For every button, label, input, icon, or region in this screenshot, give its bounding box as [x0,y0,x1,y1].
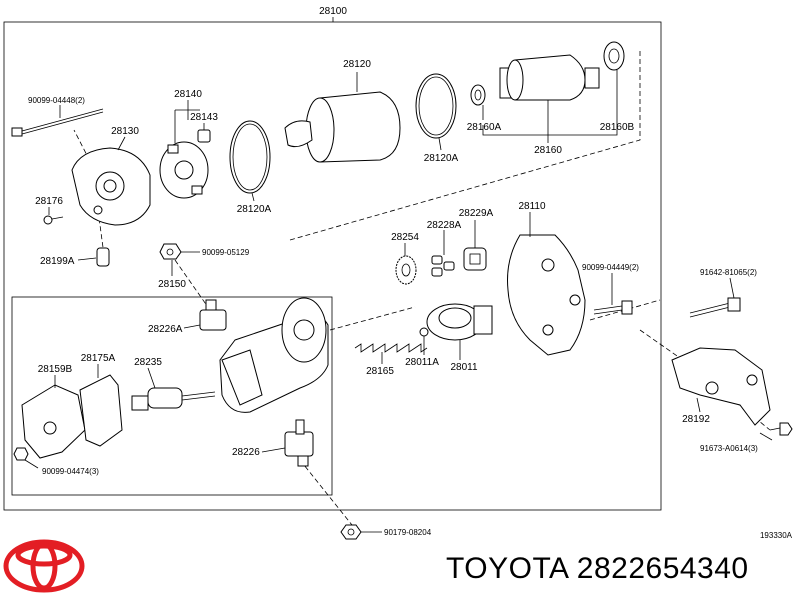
oring-top-part [415,73,457,139]
yoke-part [284,91,401,163]
label-28011: 28011 [450,362,478,373]
label-28110: 28110 [518,201,546,212]
label-28229a: 28229A [459,208,494,219]
label-28254: 28254 [391,232,419,243]
brand-part-number: TOYOTA 2822654340 [446,552,749,586]
holder-clip-part [197,129,211,143]
clutch-part [426,303,493,341]
label-28175a: 28175A [81,353,116,364]
label-long-bolt: 91642-81065(2) [700,268,757,277]
gasket-part [21,384,86,459]
label-28160b: 28160B [600,122,635,133]
label-28120: 28120 [343,59,371,70]
label-28100: 28100 [319,6,347,17]
axis-middle [329,306,416,331]
label-28226a: 28226A [148,324,183,335]
gear-part [395,255,417,285]
label-bracket-screw: 91673-A0614(3) [700,444,758,453]
solenoid-subassembly-frame [11,296,333,496]
label-28235: 28235 [134,357,162,368]
label-28120a-top: 28120A [424,153,459,164]
label-28160: 28160 [534,145,562,156]
long-bolt-right-part [689,297,741,318]
label-28143: 28143 [190,112,218,123]
end-frame-part [71,147,151,226]
nut-top-part [159,243,182,260]
brush-holder-part [159,141,209,199]
retainer-a-part [431,255,455,277]
axis-solenoid [174,259,211,311]
label-28228a: 28228A [427,220,462,231]
diagram-code: 193330A [760,531,793,540]
axis-top [289,50,641,241]
label-28176: 28176 [35,196,63,207]
bearing-right-part [603,41,625,71]
plunger-part [131,387,216,411]
label-bolt-right: 90099-04449(2) [582,263,639,272]
spring-part [354,343,428,353]
brand-name: TOYOTA [446,552,568,585]
ball-part [419,327,429,337]
terminal-part [284,419,314,467]
label-28150: 28150 [158,279,186,290]
cover-screw-part [13,447,29,461]
label-nut-bottom: 90179-08204 [384,528,432,537]
label-28159b: 28159B [38,364,73,375]
housing-bolt-part [593,300,633,315]
label-28199a: 28199A [40,256,75,267]
toyota-emblem-icon [3,539,85,593]
oring-left-part [229,120,271,194]
bracket-screw-part [769,422,793,436]
seal-part [199,299,227,331]
label-28011a: 28011A [405,357,439,368]
label-28165: 28165 [366,366,394,377]
label-cover-screw: 90099-04474(3) [42,467,99,476]
cap-pin-part [96,247,110,267]
nut-bottom-part [340,524,362,540]
label-28160a: 28160A [467,122,502,133]
retainer-b-part [463,247,487,271]
bracket-part [671,347,771,426]
label-28120a-left: 28120A [237,204,272,215]
label-nut-top: 90099-05129 [202,248,250,257]
part-number: 2822654340 [576,552,749,585]
label-28140: 28140 [174,89,202,100]
screw-part [43,215,64,225]
label-28192: 28192 [682,414,710,425]
label-28130: 28130 [111,126,139,137]
housing-part [507,234,586,356]
assembly-frame [3,21,662,511]
armature-bearing-part [470,84,486,106]
axis-bottom [299,459,353,526]
long-bolt-part [11,108,104,137]
solenoid-housing-part [219,297,329,413]
label-bolt-top: 90099-04448(2) [28,96,85,105]
armature-part [499,54,600,101]
label-28226: 28226 [232,447,260,458]
cover-gasket-part [79,374,123,447]
